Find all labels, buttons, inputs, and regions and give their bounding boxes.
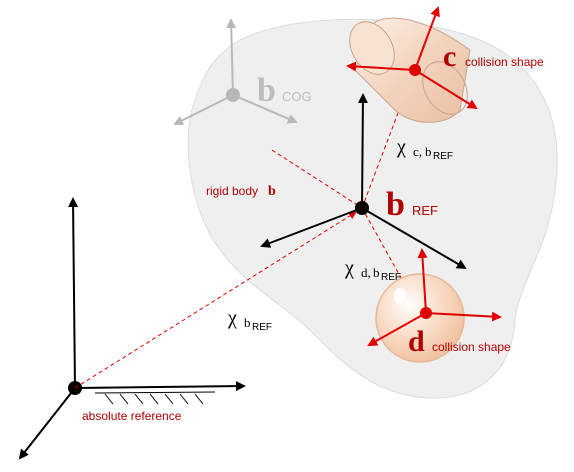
svg-text:REF: REF <box>433 151 453 162</box>
ground-hatch-icon <box>94 391 216 405</box>
chi-d-symbol: χ <box>344 257 354 279</box>
svg-text:b: b <box>425 144 432 159</box>
d-label-symbol: d <box>408 325 425 358</box>
rigid-body-pointer <box>271 149 363 209</box>
rigid-body-label: rigid body <box>206 184 258 198</box>
rigid-body-region <box>187 18 558 399</box>
chi-c-symbol: χ <box>396 136 406 158</box>
c-frame <box>346 6 478 110</box>
c-label-text: collision shape <box>465 55 544 69</box>
chi-bref-label: χ b REF <box>227 307 272 333</box>
chi-bref-symbol: χ <box>227 307 237 329</box>
ref-label-sub: REF <box>412 203 438 218</box>
d-frame <box>367 248 502 346</box>
svg-text:b: b <box>244 315 251 330</box>
rigid-body-symbol: b <box>268 184 276 199</box>
svg-text:REF: REF <box>381 272 401 283</box>
svg-text:REF: REF <box>252 322 272 333</box>
absolute-reference-frame <box>18 197 246 460</box>
svg-text:c,: c, <box>413 144 422 159</box>
chi-d-label: χ d, b REF <box>344 257 401 283</box>
chi-d-vector <box>361 207 419 309</box>
chi-c-label: χ c, b REF <box>396 136 453 162</box>
chi-bref-vector <box>74 211 357 389</box>
ref-label-symbol: b <box>386 186 405 223</box>
cog-label-sub: COG <box>282 89 312 104</box>
cog-label-symbol: b <box>257 72 276 109</box>
c-label-symbol: c <box>443 40 456 73</box>
svg-text:b: b <box>373 265 380 280</box>
absolute-reference-label: absolute reference <box>82 409 182 423</box>
d-label-text: collision shape <box>432 340 511 354</box>
chi-c-vector <box>361 75 414 209</box>
collision-shape-d <box>375 273 465 363</box>
ref-frame <box>260 93 467 270</box>
cog-frame <box>173 18 298 125</box>
svg-text:d,: d, <box>361 265 371 280</box>
